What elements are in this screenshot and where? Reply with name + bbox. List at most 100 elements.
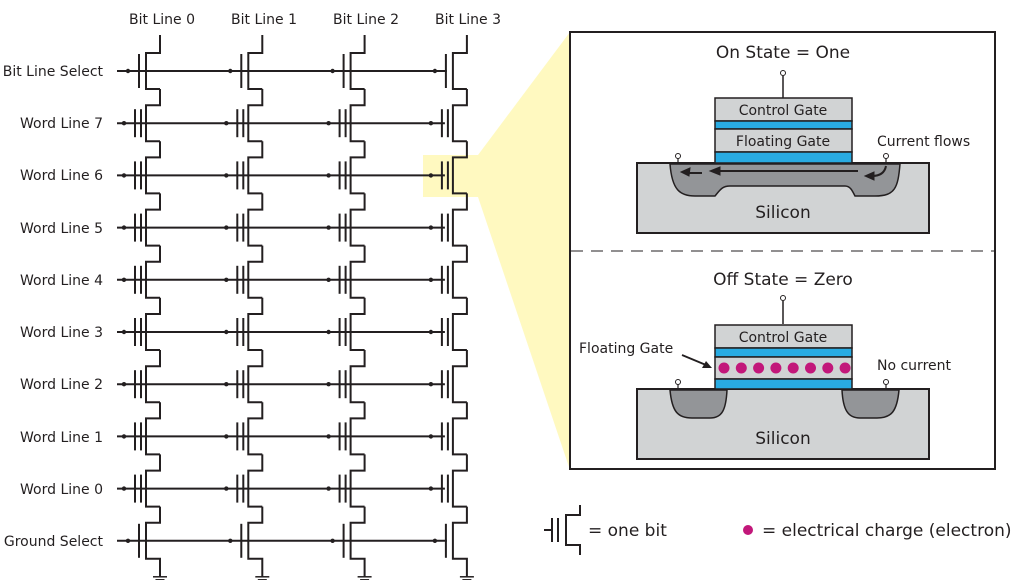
cell-channel: [247, 141, 264, 195]
junction-dot: [432, 538, 438, 543]
cell-channel: [145, 141, 161, 195]
cell-channel: [451, 245, 468, 299]
cell-channel: [247, 506, 264, 577]
row-label-word-line-0: Word Line 0: [20, 482, 103, 498]
off-drain-terminal: [883, 379, 889, 385]
bit-line-label-3: Bit Line 3: [435, 12, 501, 28]
off-oxide-bottom: [714, 378, 853, 390]
row-label-word-line-4: Word Line 4: [20, 273, 103, 289]
row-label-word-line-6: Word Line 6: [20, 168, 103, 184]
cell-channel: [349, 89, 366, 143]
cell-channel: [451, 506, 468, 577]
zoom-projection: [478, 32, 570, 470]
electron: [787, 362, 799, 374]
row-label-ground-select: Ground Select: [4, 534, 104, 550]
electron-icon: [743, 525, 753, 535]
junction-dot: [432, 68, 438, 74]
junction-dot: [428, 225, 434, 230]
cell-channel: [349, 454, 366, 508]
bit-line-wire: [451, 35, 468, 90]
cell-channel: [145, 454, 161, 508]
junction-dot: [428, 382, 434, 387]
cell-channel: [145, 89, 161, 143]
cell-channel: [349, 245, 366, 299]
junction-dot: [428, 329, 434, 335]
junction-dot: [224, 225, 229, 230]
cell-channel: [451, 193, 468, 247]
junction-dot: [428, 173, 434, 178]
on-floating-gate-label: Floating Gate: [736, 134, 830, 150]
electron: [718, 362, 730, 374]
off-gate-terminal: [780, 295, 786, 301]
off-substrate-label: Silicon: [755, 429, 810, 449]
junction-dot: [330, 538, 335, 543]
cell-channel: [451, 297, 468, 351]
cell-channel: [247, 454, 264, 508]
cell-channel: [145, 402, 161, 456]
legend-electron-label: = electrical charge (electron): [762, 521, 1012, 541]
cell-channel: [145, 297, 161, 351]
cell-channel: [451, 454, 468, 508]
no-current-label: No current: [877, 358, 952, 374]
zoom-highlight: [423, 32, 570, 470]
cell-channel: [451, 350, 468, 404]
bit-line-labels: Bit Line 0 Bit Line 1 Bit Line 2 Bit Lin…: [129, 12, 501, 28]
cell-channel: [451, 402, 468, 456]
junction-dot: [121, 225, 127, 230]
cell-channel: [247, 297, 264, 351]
junction-dot: [326, 382, 331, 387]
row-labels: Bit Line Select Word Line 7 Word Line 6 …: [3, 64, 104, 550]
junction-dot: [121, 329, 127, 335]
cell-channel: [247, 402, 264, 456]
cell-channel: [451, 89, 468, 143]
on-control-gate-label: Control Gate: [739, 103, 828, 119]
electron: [735, 362, 747, 374]
cell-channel: [349, 141, 366, 195]
floating-gate-callout: Floating Gate: [579, 341, 673, 357]
on-state-title: On State = One: [716, 43, 850, 63]
junction-dot: [224, 121, 229, 126]
junction-dot: [428, 277, 434, 282]
junction-dot: [428, 486, 434, 491]
off-source-well: [669, 389, 728, 419]
off-state-title: Off State = Zero: [713, 270, 853, 290]
cell-channel: [247, 350, 264, 404]
legend-bit-label: = one bit: [588, 521, 667, 541]
junction-dot: [121, 382, 127, 387]
bit-line-wire: [349, 35, 366, 90]
off-state-cell: Off State = Zero Control Gate Silicon Fl…: [579, 270, 952, 460]
junction-dot: [224, 382, 229, 387]
row-label-bit-line-select: Bit Line Select: [3, 64, 104, 80]
junction-dot: [228, 538, 233, 543]
junction-dot: [224, 486, 229, 491]
cell-channel: [349, 297, 366, 351]
row-label-word-line-5: Word Line 5: [20, 221, 103, 237]
trapped-electrons: [718, 362, 851, 374]
junction-dot: [326, 277, 331, 282]
cell-channel: [145, 245, 161, 299]
callout-arrow-icon: [681, 354, 712, 368]
junction-dot: [125, 538, 131, 543]
cell-channel: [349, 193, 366, 247]
junction-dot: [121, 173, 127, 178]
bit-line-wire: [247, 35, 264, 90]
cell-channel: [349, 506, 366, 577]
legend: = one bit = electrical charge (electron): [544, 505, 1012, 555]
row-label-word-line-2: Word Line 2: [20, 377, 103, 393]
junction-dot: [224, 329, 229, 335]
bit-line-label-1: Bit Line 1: [231, 12, 297, 28]
junction-dot: [326, 225, 331, 230]
junction-dot: [121, 434, 127, 439]
electron: [839, 362, 851, 374]
junction-dot: [125, 68, 131, 74]
off-source-terminal: [675, 379, 681, 385]
cell-channel: [349, 402, 366, 456]
off-oxide-top: [714, 347, 853, 358]
electron: [770, 362, 782, 374]
cell-channel: [247, 89, 264, 143]
junction-dot: [224, 434, 229, 439]
row-label-word-line-7: Word Line 7: [20, 116, 103, 132]
junction-dot: [428, 121, 434, 126]
junction-dot: [121, 121, 127, 126]
